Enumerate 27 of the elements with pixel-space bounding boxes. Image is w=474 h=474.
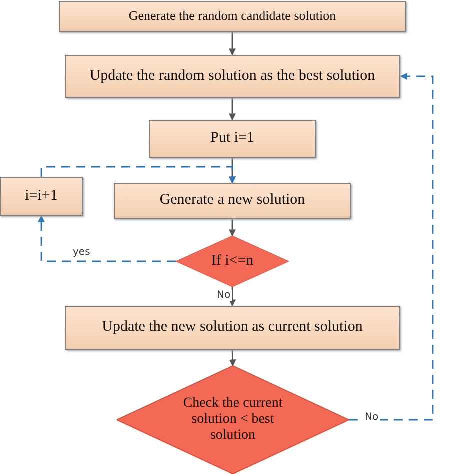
process-box: [59, 1, 406, 32]
process-box: [149, 120, 316, 158]
node-text: Update the random solution as the best solution: [88, 68, 376, 86]
arrow: [38, 215, 176, 262]
arrow: [229, 350, 236, 367]
node-text: Update the new solution as current solution: [101, 319, 364, 337]
edge-label: yes: [72, 247, 92, 258]
edge-label: No: [364, 412, 380, 423]
arrow: [40, 166, 236, 184]
node-text: i=i+1: [24, 188, 59, 206]
arrow: [229, 219, 236, 237]
node-text: Generate the random candidate solution: [128, 9, 338, 24]
process-box: [0, 177, 83, 216]
edge-label: No: [216, 290, 232, 301]
process-box: [65, 306, 400, 350]
process-box: [65, 55, 400, 98]
node-text: Check the current solution < best solution: [182, 396, 284, 444]
arrow: [229, 98, 236, 121]
node-text: Put i=1: [210, 130, 256, 148]
process-box: [114, 183, 351, 219]
decision-diamond: [176, 236, 289, 287]
arrow: [229, 287, 236, 307]
node-text: Generate a new solution: [158, 192, 306, 210]
node-text: If i<=n: [210, 252, 255, 270]
arrow: [349, 73, 434, 421]
decision-diamond: [117, 366, 349, 474]
arrow: [229, 32, 236, 56]
